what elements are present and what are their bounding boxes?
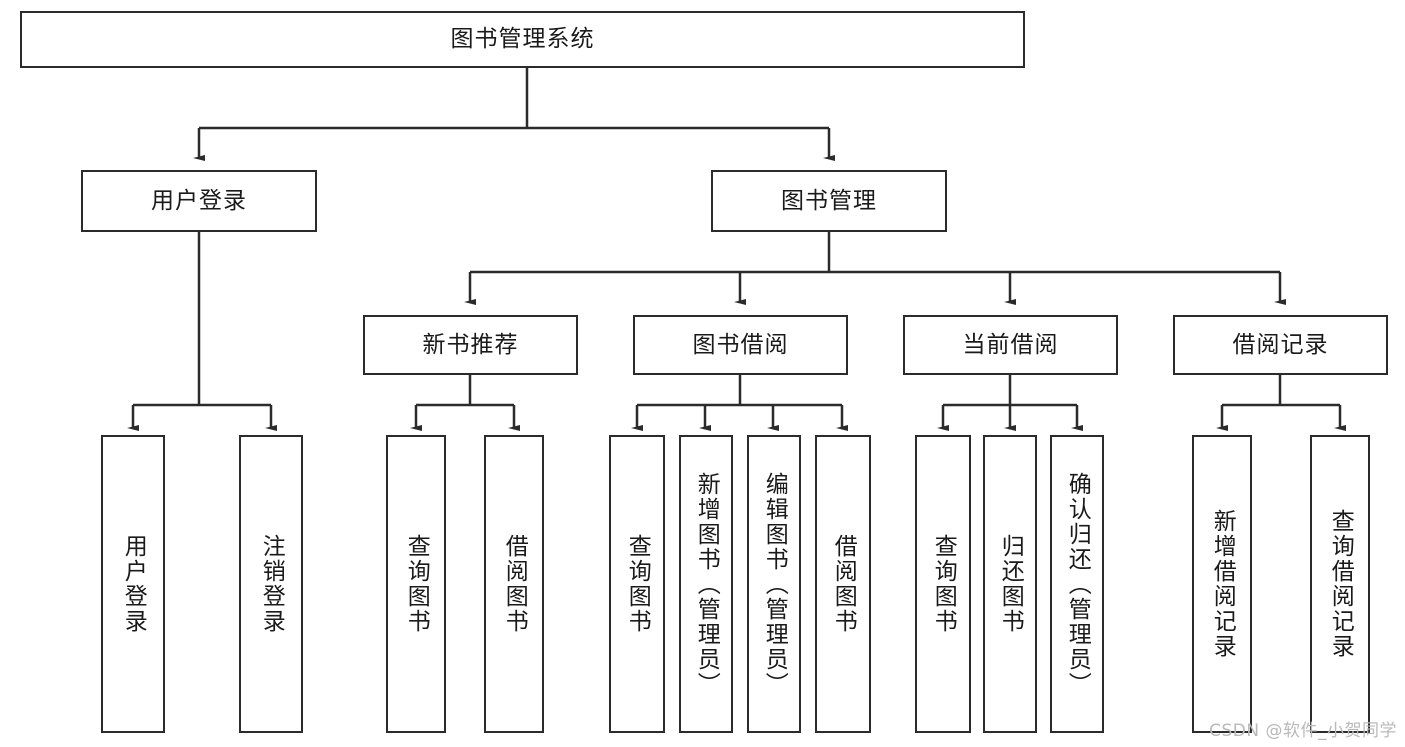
node-label: 新书推荐 [422,331,519,358]
node-user-login[interactable]: 用户登录 [81,170,317,232]
node-leaf-query-book-3[interactable]: 查询图书 [915,435,971,733]
node-leaf-user-login[interactable]: 用户登录 [101,435,165,733]
node-leaf-return-book[interactable]: 归还图书 [983,435,1037,733]
node-book-manage[interactable]: 图书管理 [711,170,947,232]
node-label: 新增借阅记录 [1209,509,1236,659]
node-label: 图书借阅 [692,331,789,358]
node-label: 编辑图书（管理员） [761,471,788,697]
node-leaf-query-book-2[interactable]: 查询图书 [609,435,665,733]
node-leaf-confirm-return[interactable]: 确认归还（管理员） [1050,435,1104,733]
node-label: 图书管理系统 [450,26,595,53]
node-label: 查询借阅记录 [1327,509,1354,659]
node-leaf-add-record[interactable]: 新增借阅记录 [1192,435,1252,733]
node-label: 查询图书 [624,534,651,634]
node-root-system[interactable]: 图书管理系统 [20,11,1025,68]
node-label: 借阅记录 [1232,331,1329,358]
csdn-watermark: CSDN @软件_小贺同学 [1209,721,1397,741]
node-label: 用户登录 [120,534,147,634]
node-new-book-recommend[interactable]: 新书推荐 [363,315,578,375]
node-label: 图书管理 [781,187,877,214]
node-leaf-query-record[interactable]: 查询借阅记录 [1310,435,1370,733]
node-leaf-query-book-1[interactable]: 查询图书 [386,435,446,733]
node-leaf-edit-book[interactable]: 编辑图书（管理员） [747,435,801,733]
node-label: 注销登录 [258,534,285,634]
node-label: 归还图书 [997,534,1024,634]
node-label: 查询图书 [403,534,430,634]
node-leaf-add-book[interactable]: 新增图书（管理员） [679,435,733,733]
node-leaf-borrow-book-1[interactable]: 借阅图书 [484,435,544,733]
node-borrow-record[interactable]: 借阅记录 [1173,315,1388,375]
node-label: 借阅图书 [501,534,528,634]
node-label: 新增图书（管理员） [693,471,720,697]
node-book-borrow[interactable]: 图书借阅 [633,315,848,375]
node-label: 查询图书 [930,534,957,634]
node-current-borrow[interactable]: 当前借阅 [903,315,1118,375]
node-label: 确认归还（管理员） [1064,471,1091,697]
node-label: 借阅图书 [830,534,857,634]
node-leaf-user-logout[interactable]: 注销登录 [239,435,303,733]
node-leaf-borrow-book-2[interactable]: 借阅图书 [815,435,871,733]
node-label: 用户登录 [151,187,247,214]
node-label: 当前借阅 [962,331,1059,358]
